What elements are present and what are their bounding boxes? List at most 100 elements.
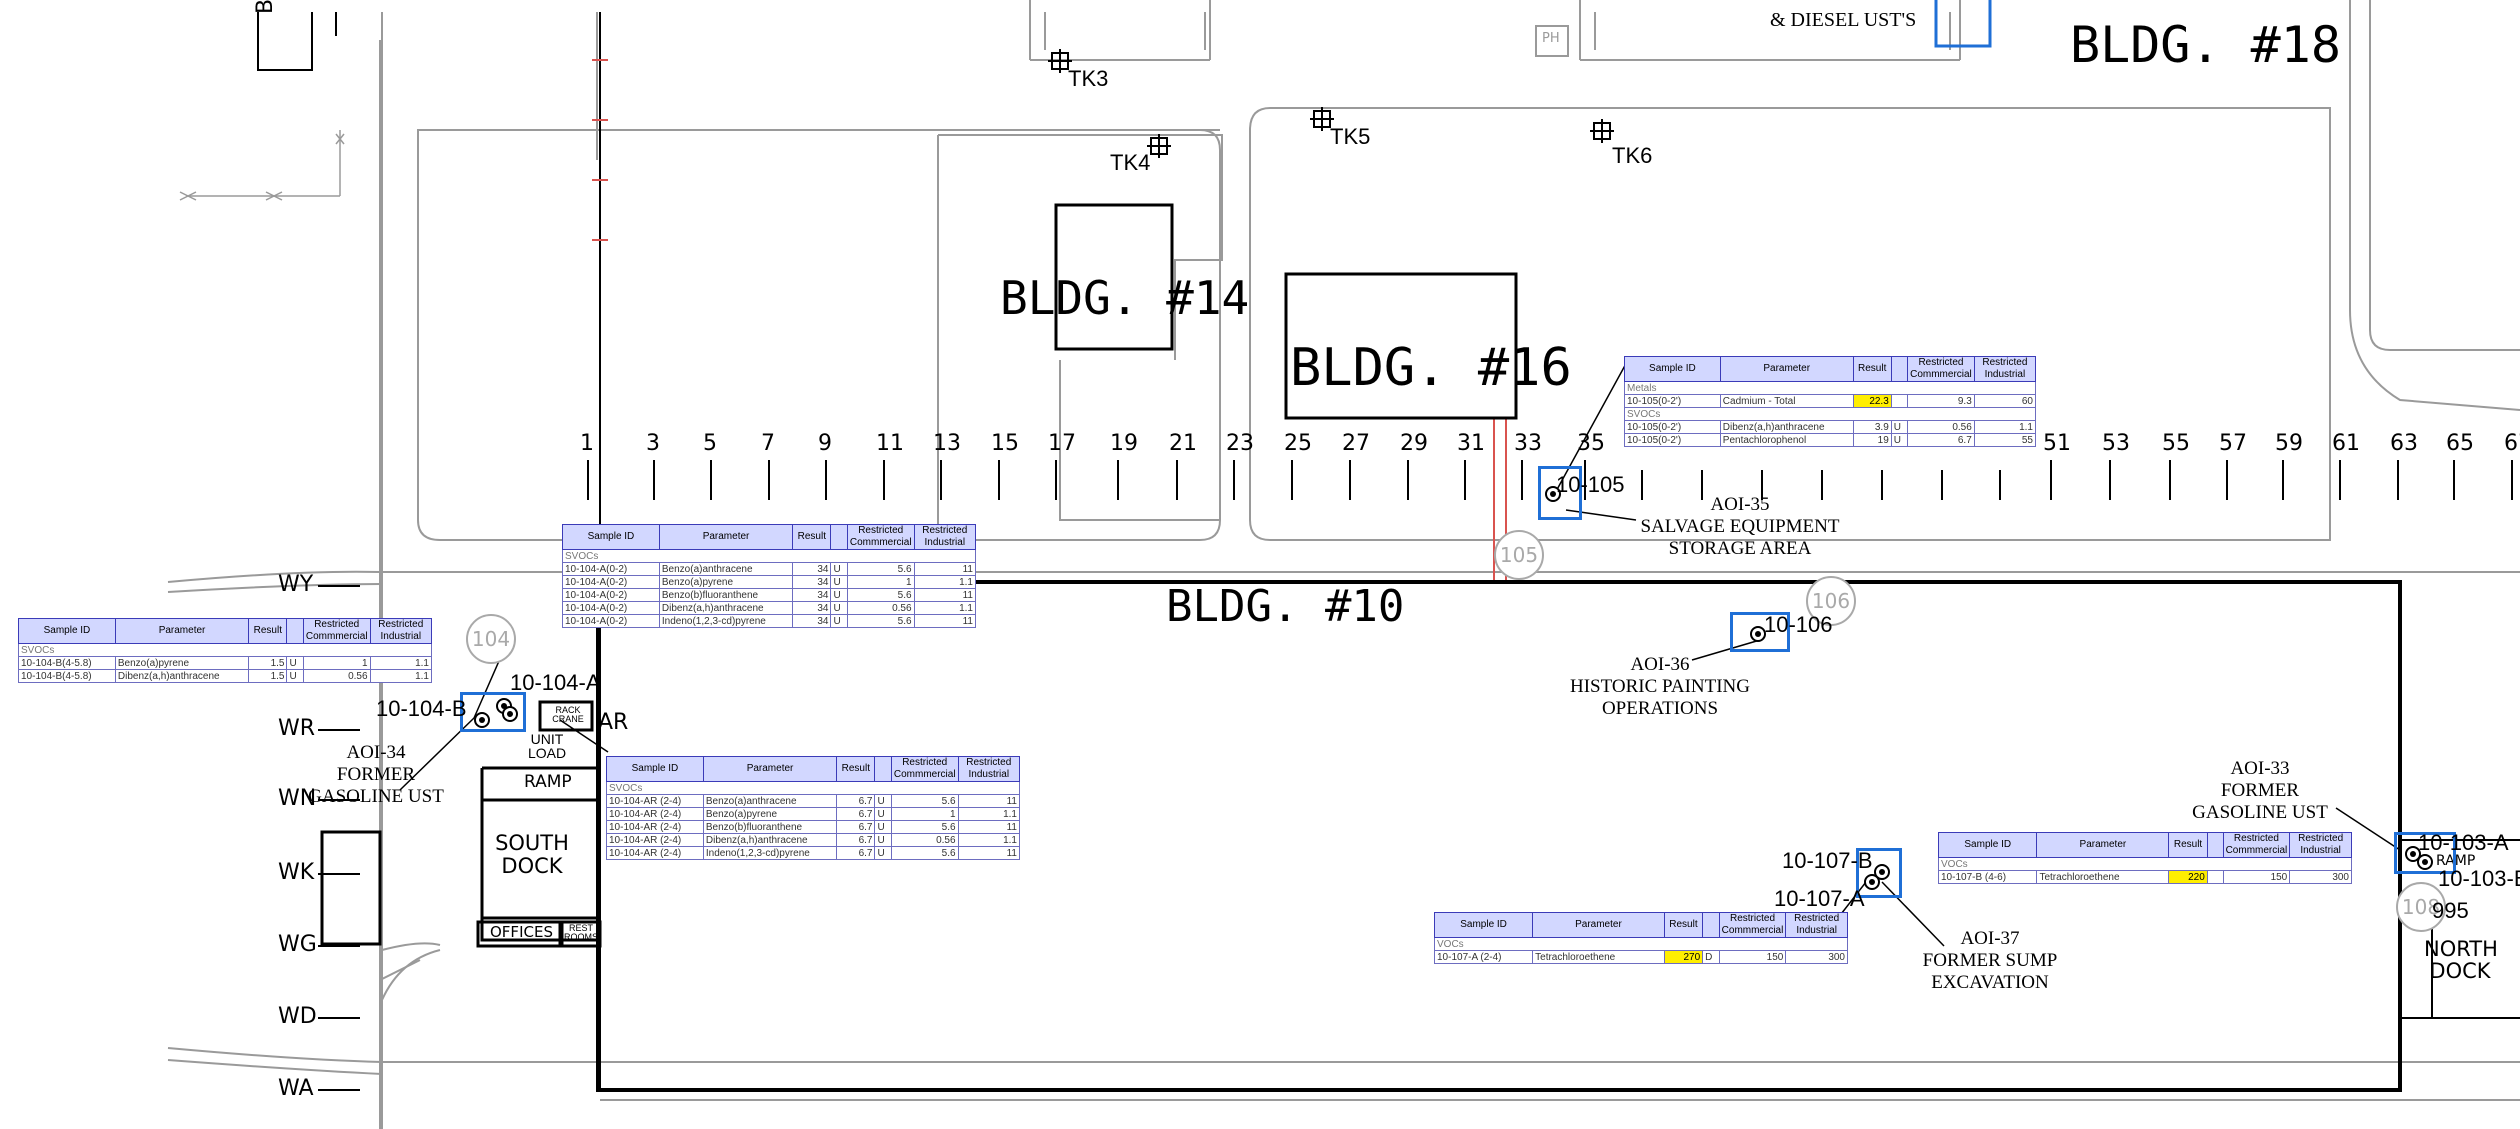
table-cell: 60 <box>1973 394 2037 408</box>
grid-column-label: 65 <box>2446 431 2474 456</box>
table-group-row: SVOCs <box>562 549 976 563</box>
grid-row-label: WY <box>278 572 314 597</box>
table-header-cell: Restricted Industrial <box>369 618 433 644</box>
building-18-label: BLDG. #18 <box>2070 16 2341 74</box>
table-cell: 34 <box>792 614 832 628</box>
aoi-37-line: FORMER SUMP <box>1922 949 2058 971</box>
table-cell: 5.6 <box>890 846 959 860</box>
grid-column-label: 3 <box>646 431 660 456</box>
table-cell: Benzo(a)pyrene <box>702 807 838 821</box>
tank-label: TK3 <box>1068 66 1109 91</box>
sample-point-icon[interactable] <box>1874 864 1890 880</box>
aoi-35-label: AOI-35 SALVAGE EQUIPMENT STORAGE AREA <box>1620 494 1860 560</box>
tank-icon <box>1048 49 1072 73</box>
aoi-37-line: EXCAVATION <box>1931 971 2049 993</box>
area-circle-108: 108 <box>2396 882 2446 932</box>
grid-column-label: 31 <box>1457 431 1485 456</box>
table-cell: 6.7 <box>836 846 876 860</box>
grid-column-label: 61 <box>2332 431 2360 456</box>
sample-point-icon[interactable] <box>2417 854 2433 870</box>
table-cell: 10-104-A(0-2) <box>562 601 660 615</box>
sample-point-icon[interactable] <box>474 712 490 728</box>
table-cell: 22.3 <box>1852 394 1892 408</box>
sample-box-10-106[interactable] <box>1730 612 1790 652</box>
table-cell: 34 <box>792 588 832 602</box>
table-cell: U <box>1890 420 1909 434</box>
sample-label-10-104-a: 10-104-A <box>510 670 601 695</box>
sample-box-10-103[interactable] <box>2394 832 2456 874</box>
table-header-cell: Result <box>1663 912 1704 938</box>
table-cell: 1.1 <box>1973 420 2037 434</box>
grid-column-label: 7 <box>761 431 775 456</box>
table-cell: 6.7 <box>836 794 876 808</box>
sample-box-10-107[interactable] <box>1856 848 1902 898</box>
table-cell: 6.7 <box>836 833 876 847</box>
table-header-cell: Parameter <box>114 618 250 644</box>
aoi-33-line: GASOLINE UST <box>2192 801 2328 823</box>
table-group-cell: SVOCs <box>1624 407 2036 421</box>
table-cell: 34 <box>792 601 832 615</box>
table-cell: U <box>830 614 848 628</box>
table-header-cell: Parameter <box>1532 912 1665 938</box>
table-group-row: VOCs <box>1938 857 2352 871</box>
tank-label: TK4 <box>1110 150 1151 175</box>
table-cell: Indeno(1,2,3-cd)pyrene <box>702 846 838 860</box>
aoi-34-label: AOI-34 FORMER GASOLINE UST <box>286 742 466 808</box>
table-cell: 1 <box>890 807 959 821</box>
grid-column-label: 17 <box>1048 431 1076 456</box>
sample-point-icon[interactable] <box>1545 486 1561 502</box>
sample-point-icon[interactable] <box>1864 874 1880 890</box>
table-header-cell: Result <box>248 618 288 644</box>
table-cell <box>1890 394 1909 408</box>
table-cell: 10-104-AR (2-4) <box>606 794 704 808</box>
grid-column-label: 23 <box>1226 431 1254 456</box>
table-cell: 3.9 <box>1852 420 1892 434</box>
table-cell: 1.1 <box>369 656 433 670</box>
table-group-cell: SVOCs <box>562 549 976 563</box>
rack-crane-label: RACK CRANE <box>552 705 584 724</box>
table-cell: 1.1 <box>369 669 433 683</box>
table-cell: 19 <box>1852 433 1892 447</box>
grid-column-label: 13 <box>933 431 961 456</box>
table-cell: 220 <box>2168 870 2208 884</box>
ramp-label: RAMP <box>524 772 572 792</box>
table-cell: 10-104-AR (2-4) <box>606 846 704 860</box>
grid-row-label: WA <box>278 1076 314 1101</box>
grid-row-label: WG <box>278 932 317 957</box>
grid-column-label: 11 <box>876 431 904 456</box>
table-cell: 10-104-B(4-5.8) <box>18 656 116 670</box>
table-cell: 11 <box>957 794 1021 808</box>
grid-column-label: 19 <box>1110 431 1138 456</box>
sample-label-10-107-a: 10-107-A <box>1774 886 1865 911</box>
table-header-cell: Restricted Industrial <box>1785 912 1848 938</box>
table-cell: 11 <box>957 846 1021 860</box>
sample-point-icon[interactable] <box>1750 626 1766 642</box>
table-cell: Tetrachloroethene <box>2036 870 2170 884</box>
aoi-34-line: AOI-34 <box>346 742 406 763</box>
table-cell: Indeno(1,2,3-cd)pyrene <box>658 614 794 628</box>
table-cell: 1.5 <box>248 656 288 670</box>
table-cell: 0.56 <box>846 601 915 615</box>
sample-box-10-104[interactable] <box>460 692 526 732</box>
table-cell: 10-107-A (2-4) <box>1433 950 1534 964</box>
table-cell: Benzo(a)pyrene <box>114 656 250 670</box>
grid-column-label: 35 <box>1577 431 1605 456</box>
table-group-cell: SVOCs <box>18 643 432 657</box>
sample-box-10-105[interactable] <box>1538 466 1582 520</box>
table-cell: 11 <box>913 614 977 628</box>
table-header-cell <box>830 524 848 550</box>
sample-point-icon[interactable] <box>502 706 518 722</box>
aoi-34-line: FORMER <box>336 763 416 785</box>
table-group-row: SVOCs <box>606 781 1020 795</box>
table-cell: 10-105(0-2') <box>1624 433 1721 447</box>
table-cell: 5.6 <box>846 614 915 628</box>
table-cell: U <box>830 562 848 576</box>
table-cell: 10-105(0-2') <box>1624 394 1721 408</box>
table-header-cell: Restricted Commmercial <box>1718 912 1787 938</box>
